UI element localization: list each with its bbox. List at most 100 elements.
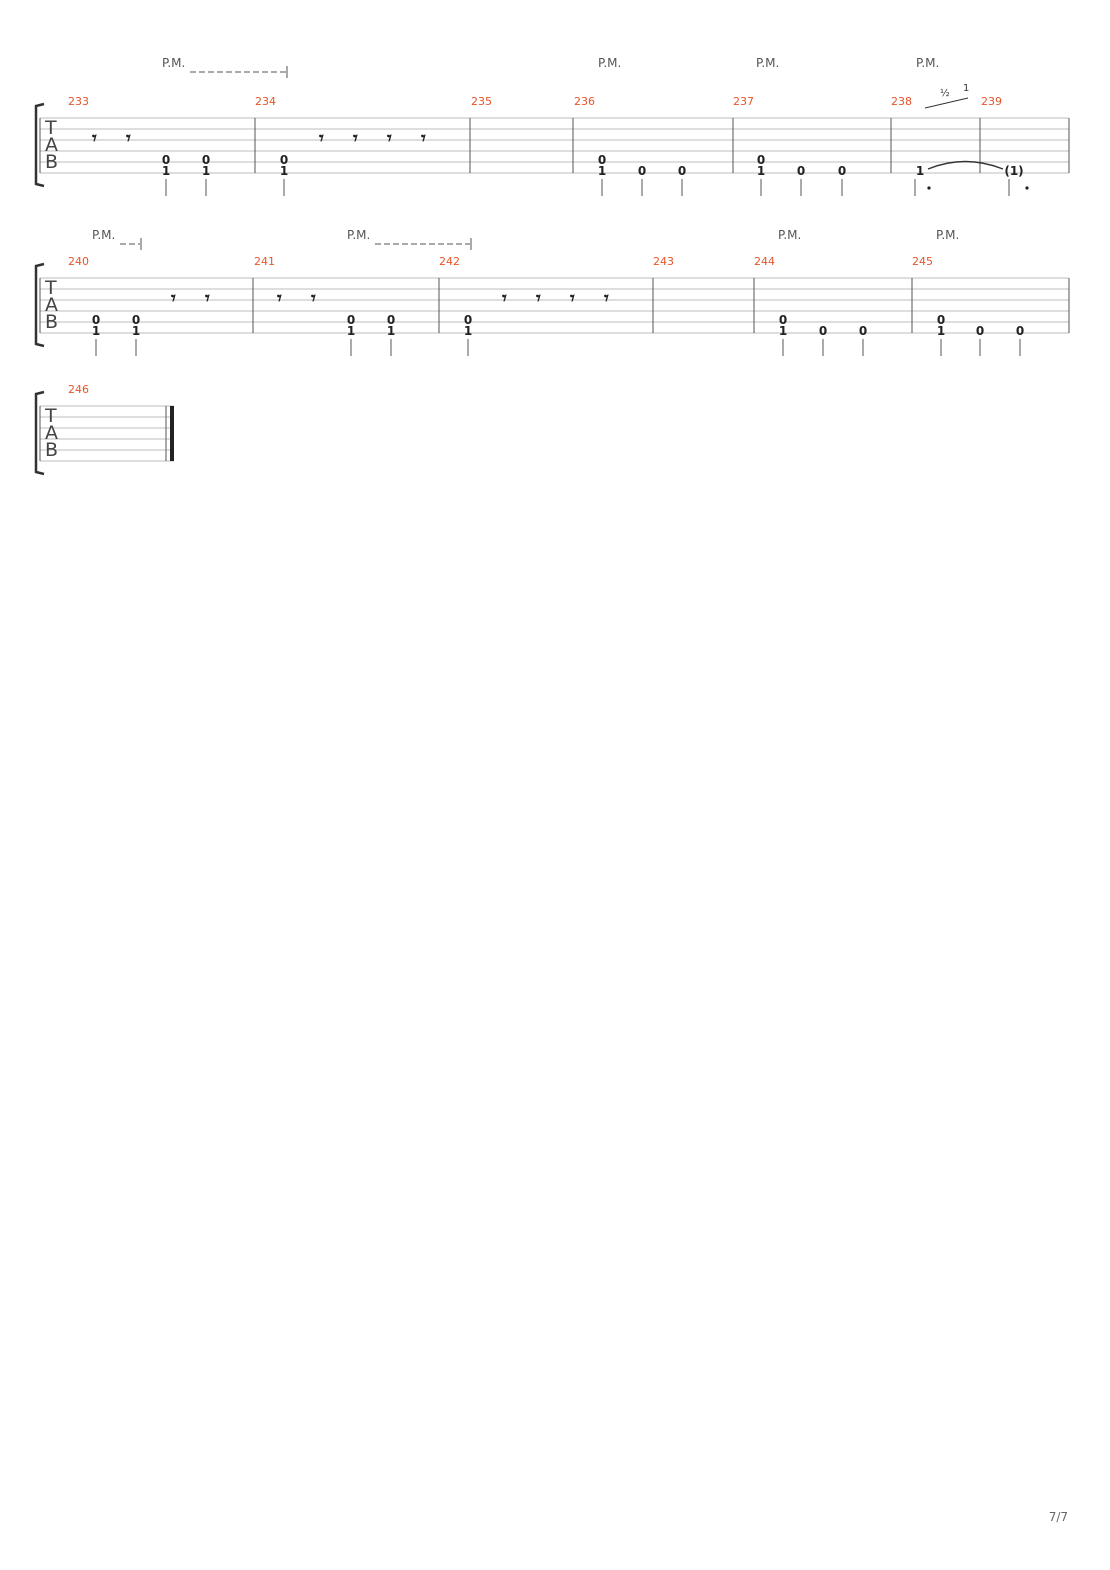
note-chord: 0 1 (132, 313, 140, 356)
tied-fret-number: (1) (1004, 164, 1023, 178)
measure-number: 242 (439, 255, 460, 268)
note-chord: 0 (1016, 324, 1024, 356)
fret-number: 1 (162, 164, 170, 178)
note-chords: 0 1 0 1 0 1 0 1 0 (92, 153, 1024, 356)
measure-number: 238 (891, 95, 912, 108)
note-chord: 0 1 (464, 313, 472, 356)
fret-number: 1 (132, 324, 140, 338)
eighth-rest: 𝄾 (570, 288, 575, 309)
eighth-rest: 𝄾 (421, 128, 426, 149)
eighth-rest: 𝄾 (92, 128, 97, 149)
clef-b: B (45, 439, 58, 461)
measure-number: 246 (68, 383, 89, 396)
measure-number: 241 (254, 255, 275, 268)
note-chord: 0 1 (202, 153, 210, 196)
palm-mute-markings: P.M. P.M. P.M. P.M. P.M. P.M. P.M. P.M. (92, 56, 959, 242)
measure-number: 236 (574, 95, 595, 108)
fret-number: 1 (916, 164, 924, 178)
note-chord: 0 (678, 164, 686, 196)
clef-a: A (45, 422, 58, 444)
fret-number: 0 (937, 313, 945, 327)
fret-number: 0 (202, 153, 210, 167)
note-chord: 0 (797, 164, 805, 196)
bend-line (924, 97, 969, 109)
fret-number: 1 (202, 164, 210, 178)
fret-number: 0 (347, 313, 355, 327)
fret-number: 0 (779, 313, 787, 327)
pm-label: P.M. (92, 228, 115, 242)
eighth-rest: 𝄾 (319, 128, 324, 149)
note-chord: 1 (914, 164, 924, 196)
fret-number: 1 (92, 324, 100, 338)
measure-numbers: 233 234 235 236 237 238 239 240 241 242 … (68, 95, 1002, 396)
clef-t: T (44, 405, 57, 427)
fret-number: 0 (598, 153, 606, 167)
rest-marks: 𝄾 𝄾 𝄾 𝄾 𝄾 𝄾 𝄾 𝄾 𝄾 𝄾 𝄾 𝄾 𝄾 𝄾 (92, 128, 609, 309)
measure-number: 235 (471, 95, 492, 108)
fret-number: 1 (464, 324, 472, 338)
final-barline (170, 406, 174, 461)
fret-number: 1 (280, 164, 288, 178)
fret-number: 0 (387, 313, 395, 327)
fret-number: 1 (387, 324, 395, 338)
clef-b: B (45, 311, 58, 333)
note-chord: 0 (859, 324, 867, 356)
staff-structure (40, 117, 1069, 462)
fret-number: 0 (757, 153, 765, 167)
clef-b: B (45, 151, 58, 173)
tie-curve (927, 160, 1004, 170)
measure-number: 243 (653, 255, 674, 268)
page-number: 7/7 (1048, 1510, 1068, 1524)
eighth-rest: 𝄾 (387, 128, 392, 149)
dotted-note-dot (1025, 186, 1029, 190)
measure-number: 240 (68, 255, 89, 268)
clef-t: T (44, 117, 57, 139)
fret-number: 1 (779, 324, 787, 338)
eighth-rest: 𝄾 (353, 128, 358, 149)
eighth-rest: 𝄾 (277, 288, 282, 309)
note-chord: 0 1 (598, 153, 606, 196)
fret-number: 0 (859, 324, 867, 338)
note-chord: 0 1 (92, 313, 100, 356)
fret-number: 1 (757, 164, 765, 178)
fret-number: 0 (797, 164, 805, 178)
fret-number: 0 (678, 164, 686, 178)
fret-number: 0 (162, 153, 170, 167)
bar-lines (39, 118, 1070, 461)
fret-number: 0 (280, 153, 288, 167)
pm-label: P.M. (756, 56, 779, 70)
measure-number: 239 (981, 95, 1002, 108)
fret-number: 0 (92, 313, 100, 327)
pm-label: P.M. (778, 228, 801, 242)
pm-label: P.M. (162, 56, 185, 70)
note-chord: 0 (976, 324, 984, 356)
palm-mute-extenders (120, 66, 472, 250)
pm-label: P.M. (936, 228, 959, 242)
note-chord: 0 (638, 164, 646, 196)
fret-number: 1 (347, 324, 355, 338)
eighth-rest: 𝄾 (171, 288, 176, 309)
eighth-rest: 𝄾 (205, 288, 210, 309)
fret-number: 0 (638, 164, 646, 178)
measure-number: 237 (733, 95, 754, 108)
system-brackets (34, 102, 45, 476)
note-chord: 0 1 (347, 313, 355, 356)
note-chord: 0 1 (387, 313, 395, 356)
note-chord: 0 1 (162, 153, 170, 196)
tab-clef-1: T A B (44, 117, 58, 173)
note-chord: 0 1 (937, 313, 945, 356)
pm-label: P.M. (347, 228, 370, 242)
eighth-rest: 𝄾 (502, 288, 507, 309)
tab-clef-3: T A B (44, 405, 58, 461)
clef-t: T (44, 277, 57, 299)
fret-number: 0 (976, 324, 984, 338)
note-chord: 0 (819, 324, 827, 356)
fret-number: 1 (937, 324, 945, 338)
clef-a: A (45, 134, 58, 156)
eighth-rest: 𝄾 (536, 288, 541, 309)
fret-number: 0 (1016, 324, 1024, 338)
eighth-rest: 𝄾 (126, 128, 131, 149)
fret-number: 0 (132, 313, 140, 327)
